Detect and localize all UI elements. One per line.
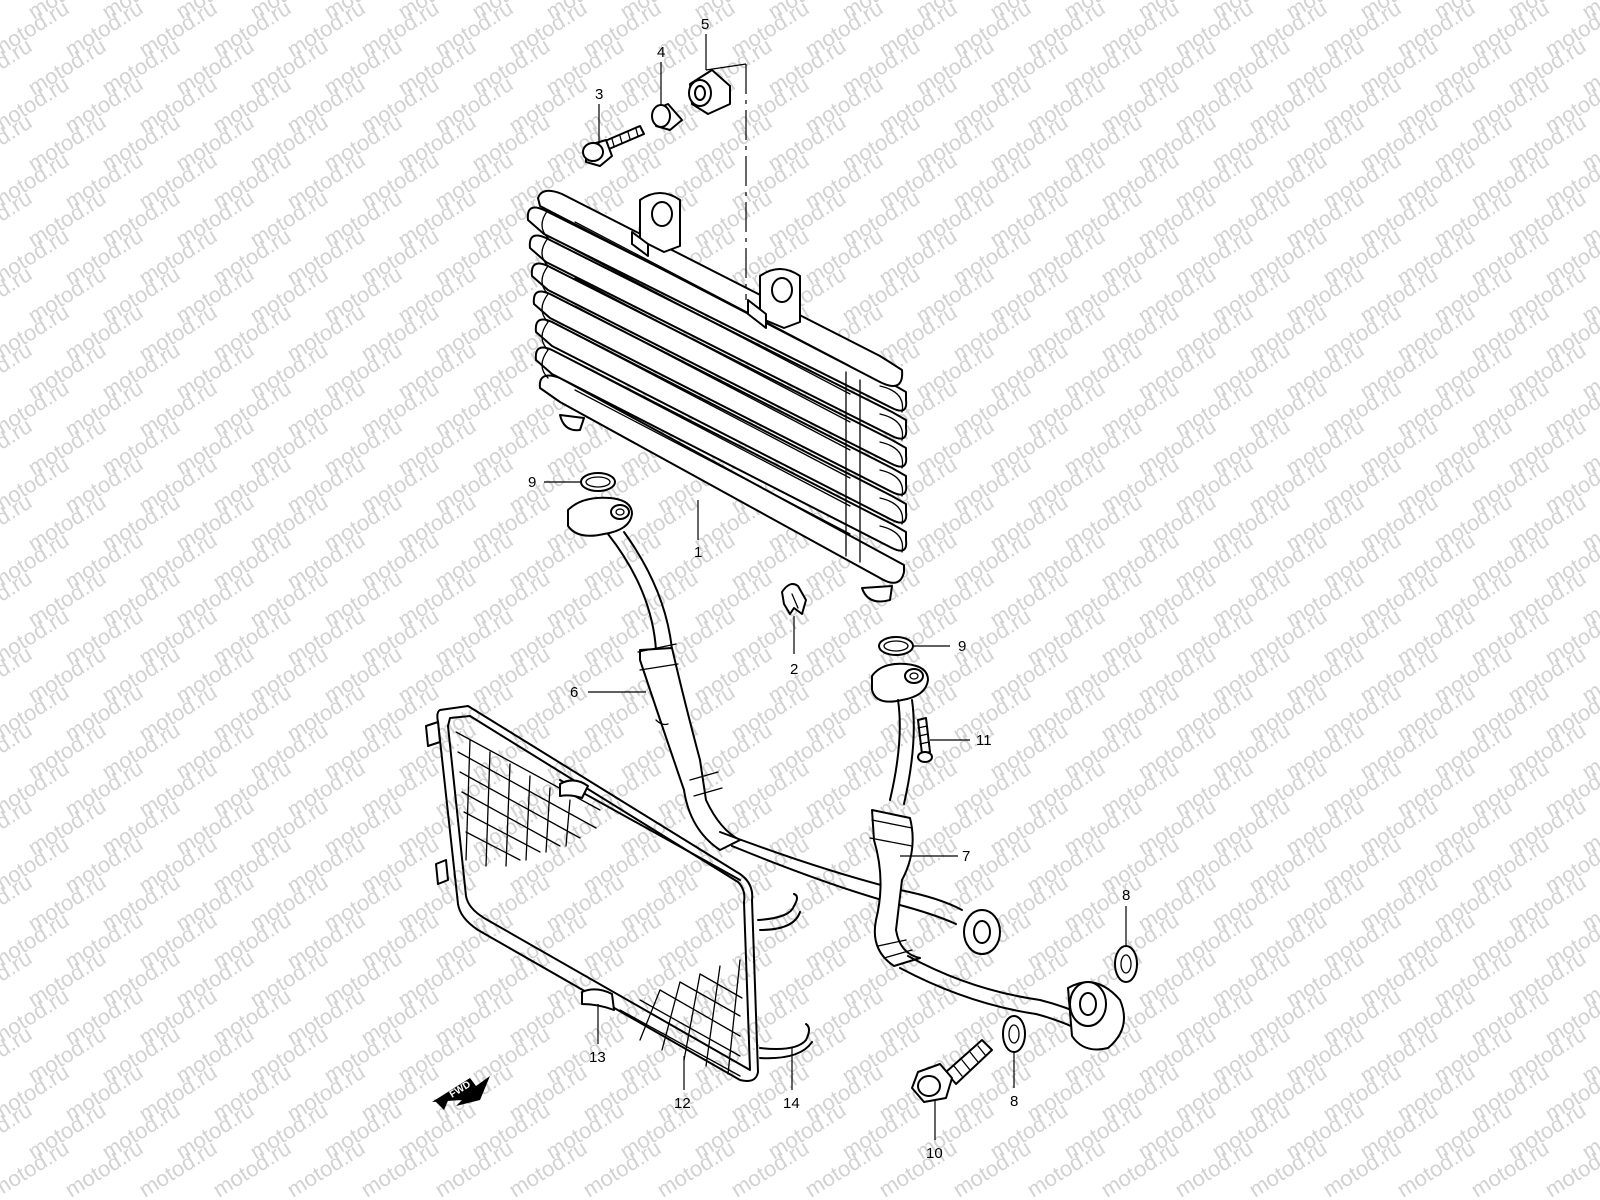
callout-6: 6 [570,684,578,701]
gasket-upper [1114,945,1138,983]
callout-7: 7 [962,848,970,865]
cushion [688,69,731,115]
o-ring-upper-inner [585,476,611,488]
callout-4: 4 [657,44,665,61]
o-ring-upper [580,472,616,492]
callout-1: 1 [694,544,702,561]
flange-bolt [917,717,933,763]
callout-14: 14 [783,1095,800,1112]
callout-8-upper: 8 [1122,887,1130,904]
callout-13: 13 [589,1049,606,1066]
leader-lines [544,34,1127,1140]
union-bolt [911,1039,993,1103]
o-ring-lower [878,636,914,656]
callout-8-lower: 8 [1010,1093,1018,1110]
collar [651,103,683,131]
clamp [781,583,807,615]
mount-bolt [582,125,645,167]
callout-11: 11 [976,732,992,749]
cooler-guard [425,705,813,1082]
o-ring-lower-inner [883,640,909,652]
callout-labels: 1 2 3 4 5 6 7 8 8 9 9 10 11 12 13 14 [528,16,1130,1162]
callout-9-lower: 9 [958,638,966,655]
callout-2: 2 [790,661,798,678]
callout-12: 12 [674,1095,691,1112]
callout-5: 5 [701,16,709,33]
callout-10: 10 [926,1145,943,1162]
gasket-lower [1002,1015,1026,1053]
oil-cooler [526,189,908,603]
callout-9-upper: 9 [528,474,536,491]
callout-3: 3 [595,86,603,103]
oil-pipe-no2 [869,662,1125,1051]
